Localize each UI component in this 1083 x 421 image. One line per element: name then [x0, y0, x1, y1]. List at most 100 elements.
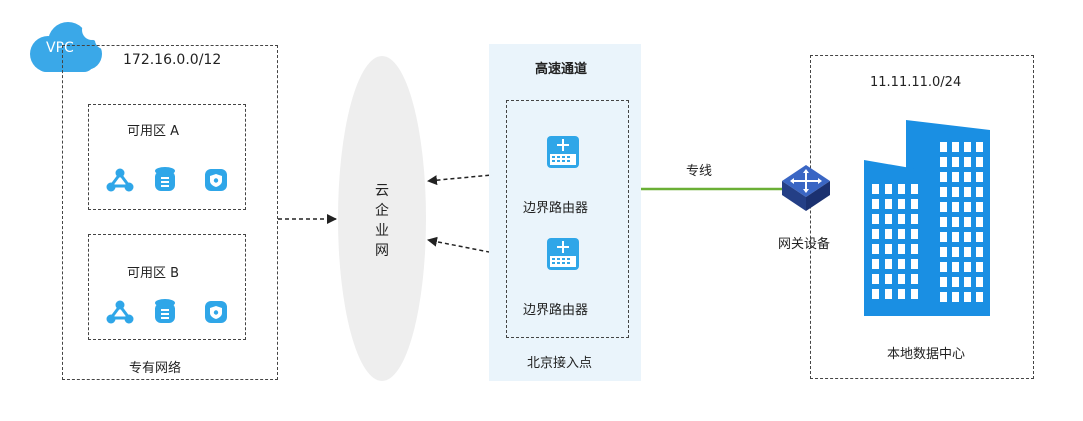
- building-window: [952, 187, 959, 197]
- zone-a-label: 可用区 A: [127, 124, 180, 139]
- building-window: [872, 199, 879, 209]
- building-window: [952, 217, 959, 227]
- building-window: [976, 262, 983, 272]
- building-window: [952, 142, 959, 152]
- building-window: [940, 277, 947, 287]
- building-window: [885, 289, 892, 299]
- building-window: [964, 232, 971, 242]
- router-b-to-cen-arrow: [427, 236, 546, 264]
- building-window: [976, 172, 983, 182]
- router-a-label: 边界路由器: [523, 201, 589, 216]
- building-window: [964, 277, 971, 287]
- building-window: [952, 247, 959, 257]
- building-window: [898, 259, 905, 269]
- building-window: [872, 244, 879, 254]
- building-window: [898, 199, 905, 209]
- security-shield-icon: [205, 301, 227, 323]
- building-window: [976, 142, 983, 152]
- database-icon: [155, 299, 175, 323]
- idc-label: 本地数据中心: [887, 347, 966, 362]
- zone-a-icons: [104, 165, 234, 195]
- building-window: [940, 187, 947, 197]
- building-window: [911, 199, 918, 209]
- building-window: [940, 202, 947, 212]
- building-window: [872, 274, 879, 284]
- gateway-label: 网关设备: [778, 237, 831, 252]
- cen-label-char: 云: [375, 183, 389, 199]
- building-window: [885, 244, 892, 254]
- building-window: [940, 217, 947, 227]
- building-window: [976, 157, 983, 167]
- building-window: [952, 172, 959, 182]
- building-window: [940, 157, 947, 167]
- building-window: [964, 202, 971, 212]
- access-point-label: 北京接入点: [527, 356, 593, 371]
- building-window: [911, 214, 918, 224]
- building-window: [911, 289, 918, 299]
- zone-b-box: [88, 234, 246, 340]
- building-window: [952, 202, 959, 212]
- building-window: [964, 292, 971, 302]
- building-window: [940, 247, 947, 257]
- cen-ellipse: [338, 56, 426, 381]
- building-window: [885, 229, 892, 239]
- building-window: [872, 259, 879, 269]
- building-window: [964, 262, 971, 272]
- building-window: [976, 217, 983, 227]
- cen-label-char: 企: [375, 203, 389, 219]
- cen-label-char: 网: [375, 243, 389, 259]
- gateway-router-icon: [782, 165, 830, 211]
- building-window: [911, 184, 918, 194]
- building-window: [940, 262, 947, 272]
- router-group-box: [506, 100, 629, 338]
- router-a-to-cen-arrow: [427, 169, 546, 186]
- building-window: [872, 229, 879, 239]
- vpc-cloud-label: VPC: [46, 40, 74, 56]
- building-window: [964, 187, 971, 197]
- building-window: [911, 229, 918, 239]
- building-window: [976, 202, 983, 212]
- building-window: [940, 142, 947, 152]
- building-window: [976, 277, 983, 287]
- building-window: [898, 214, 905, 224]
- building-window: [911, 244, 918, 254]
- idc-cidr: 11.11.11.0/24: [870, 75, 962, 90]
- building-window: [964, 247, 971, 257]
- building-window: [872, 214, 879, 224]
- zone-b-label: 可用区 B: [127, 266, 180, 281]
- building-window: [940, 232, 947, 242]
- cluster-icon: [106, 168, 134, 192]
- vpc-cidr: 172.16.0.0/12: [123, 52, 222, 68]
- zone-a-box: [88, 104, 246, 210]
- building-window: [952, 157, 959, 167]
- building-window: [952, 277, 959, 287]
- security-shield-icon: [205, 169, 227, 191]
- cluster-icon: [106, 300, 134, 324]
- building-window: [952, 262, 959, 272]
- idc-container: [810, 55, 1034, 379]
- building-window: [898, 289, 905, 299]
- vpc-footer-label: 专有网络: [129, 361, 182, 376]
- building-window: [976, 232, 983, 242]
- building-window: [885, 199, 892, 209]
- building-window: [872, 184, 879, 194]
- building-window: [911, 274, 918, 284]
- zone-b-icons: [104, 297, 234, 327]
- building-window: [976, 187, 983, 197]
- vpc-cloud-badge: VPC: [22, 16, 108, 78]
- building-window: [940, 172, 947, 182]
- building-window: [952, 232, 959, 242]
- leased-line-label: 专线: [686, 164, 713, 179]
- building-window: [964, 172, 971, 182]
- building-window: [898, 244, 905, 254]
- building-icon: [864, 120, 990, 316]
- building-window: [898, 229, 905, 239]
- building-window: [976, 247, 983, 257]
- cloud-icon: [30, 20, 108, 72]
- express-connect-title: 高速通道: [535, 62, 588, 77]
- building-window: [964, 217, 971, 227]
- building-window: [885, 259, 892, 269]
- building-window: [964, 142, 971, 152]
- building-window: [885, 274, 892, 284]
